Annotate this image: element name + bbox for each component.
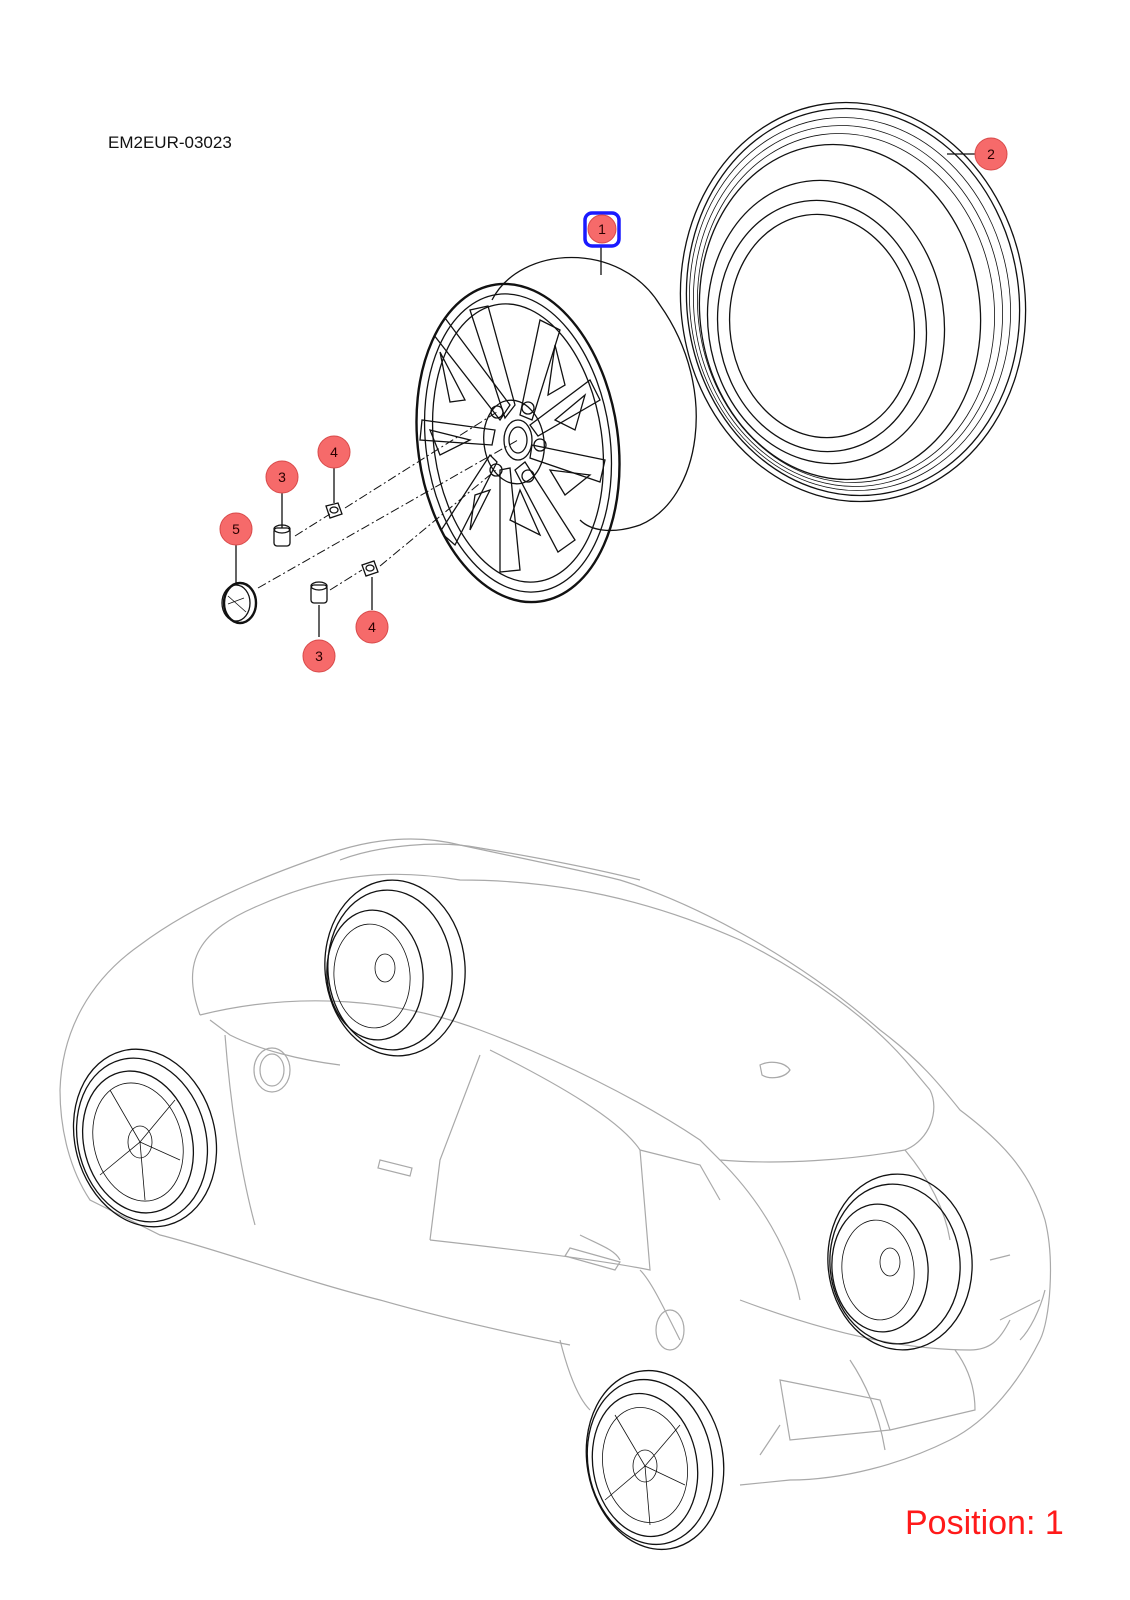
callout-2-tyre[interactable]: 2 xyxy=(974,137,1008,171)
car-wheel-front-right xyxy=(585,1369,725,1551)
car-wheel-rear-right xyxy=(827,1173,973,1351)
wheel-nut-upper xyxy=(325,502,343,519)
car-wheel-front-left xyxy=(72,1048,218,1228)
car-outline xyxy=(59,838,1052,1486)
diagram-code: EM2EUR-03023 xyxy=(108,133,232,152)
callout-4-nut-upper[interactable]: 4 xyxy=(317,435,351,469)
callout-2-label: 2 xyxy=(987,146,995,162)
callout-3-label: 3 xyxy=(278,469,286,485)
callout-5-hub-cap[interactable]: 5 xyxy=(219,512,253,546)
tyre-illustration xyxy=(679,101,1027,503)
callout-3-bolt-cap-upper[interactable]: 3 xyxy=(265,460,299,494)
callout-4-nut-lower[interactable]: 4 xyxy=(355,610,389,644)
car-wheel-rear-left xyxy=(324,879,466,1057)
callout-4-label-lower: 4 xyxy=(368,619,376,635)
wheel-bolt-cap-lower xyxy=(310,581,328,604)
callout-4-label: 4 xyxy=(330,444,338,460)
callout-3-bolt-cap-lower[interactable]: 3 xyxy=(302,639,336,673)
wheel-bolt-cap-upper xyxy=(273,524,291,547)
callout-1-wheel-rim[interactable]: 1 xyxy=(583,211,621,248)
hub-cap-illustration xyxy=(221,581,258,625)
callout-5-label: 5 xyxy=(232,521,240,537)
callout-3-label-lower: 3 xyxy=(315,648,323,664)
position-label: Position: 1 xyxy=(905,1504,1064,1542)
selection-highlight xyxy=(583,211,621,248)
callout-1-label: 1 xyxy=(598,221,606,237)
wheel-nut-lower xyxy=(361,560,379,577)
wheel-rim-illustration xyxy=(415,256,697,604)
